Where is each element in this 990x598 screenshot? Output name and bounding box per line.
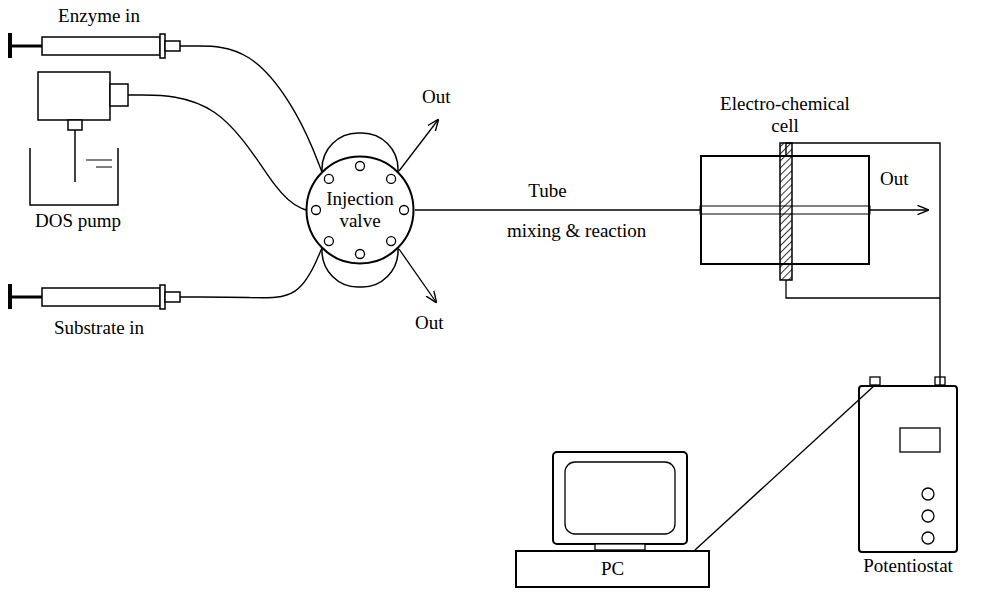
out-arrow xyxy=(870,209,928,210)
dos-pump xyxy=(30,72,128,205)
suction-tube xyxy=(74,130,76,182)
out-label: Out xyxy=(413,312,446,334)
valve-port xyxy=(356,250,365,259)
electrode xyxy=(780,143,792,280)
pump-inlet xyxy=(68,120,82,130)
pump-body xyxy=(38,72,110,120)
out-arrow xyxy=(399,249,436,302)
button xyxy=(922,488,934,500)
potentiostat: Potentiostat xyxy=(858,385,958,553)
display xyxy=(900,428,940,452)
button xyxy=(922,510,934,522)
liquid-level xyxy=(96,167,112,168)
valve-port xyxy=(312,206,321,215)
monitor-screen xyxy=(565,462,675,534)
out-arrow xyxy=(399,120,438,171)
out-label: Out xyxy=(420,86,453,108)
node-label: Injection valve xyxy=(317,188,403,232)
connector-line xyxy=(128,95,306,210)
tube-label: mixing & reaction xyxy=(505,220,648,242)
valve-port xyxy=(387,174,396,183)
syringe-node: Enzyme in xyxy=(8,30,190,62)
syringe-barrel xyxy=(42,37,160,55)
syringe-tip xyxy=(165,41,180,51)
syringe xyxy=(10,284,190,309)
valve-body xyxy=(307,157,414,264)
valve-port xyxy=(387,237,396,246)
electrochemical-cell: Electro-chemical cell xyxy=(700,155,870,265)
monitor xyxy=(553,452,687,544)
wire xyxy=(786,280,940,298)
valve-port xyxy=(400,206,409,215)
node-heading: Electro-chemical cell xyxy=(715,93,855,137)
node-heading: Potentiostat xyxy=(863,555,953,577)
valve-port xyxy=(356,162,365,171)
valve-port xyxy=(324,174,333,183)
liquid-level xyxy=(86,160,112,161)
node-heading: Enzyme in xyxy=(58,5,140,27)
node-label: PC xyxy=(601,558,624,580)
button xyxy=(922,532,934,544)
pc: PC xyxy=(515,550,710,588)
pump-node: DOS pump xyxy=(28,70,128,206)
beaker xyxy=(30,148,118,205)
valve-port xyxy=(324,237,333,246)
pump-outlet xyxy=(110,84,128,106)
connector-line xyxy=(190,248,322,298)
out-label: Out xyxy=(878,168,911,190)
connector-line xyxy=(415,209,700,210)
syringe-needle xyxy=(180,45,190,47)
node-heading: DOS pump xyxy=(35,210,121,232)
syringe-node: Substrate in xyxy=(8,281,190,313)
connector xyxy=(870,377,880,385)
injection-valve: Injection valve xyxy=(305,155,415,265)
syringe xyxy=(10,33,190,58)
connector-line xyxy=(695,385,875,550)
plunger-rod xyxy=(10,45,42,48)
node-heading: Substrate in xyxy=(54,317,144,339)
edge-label: Tube xyxy=(526,180,568,202)
